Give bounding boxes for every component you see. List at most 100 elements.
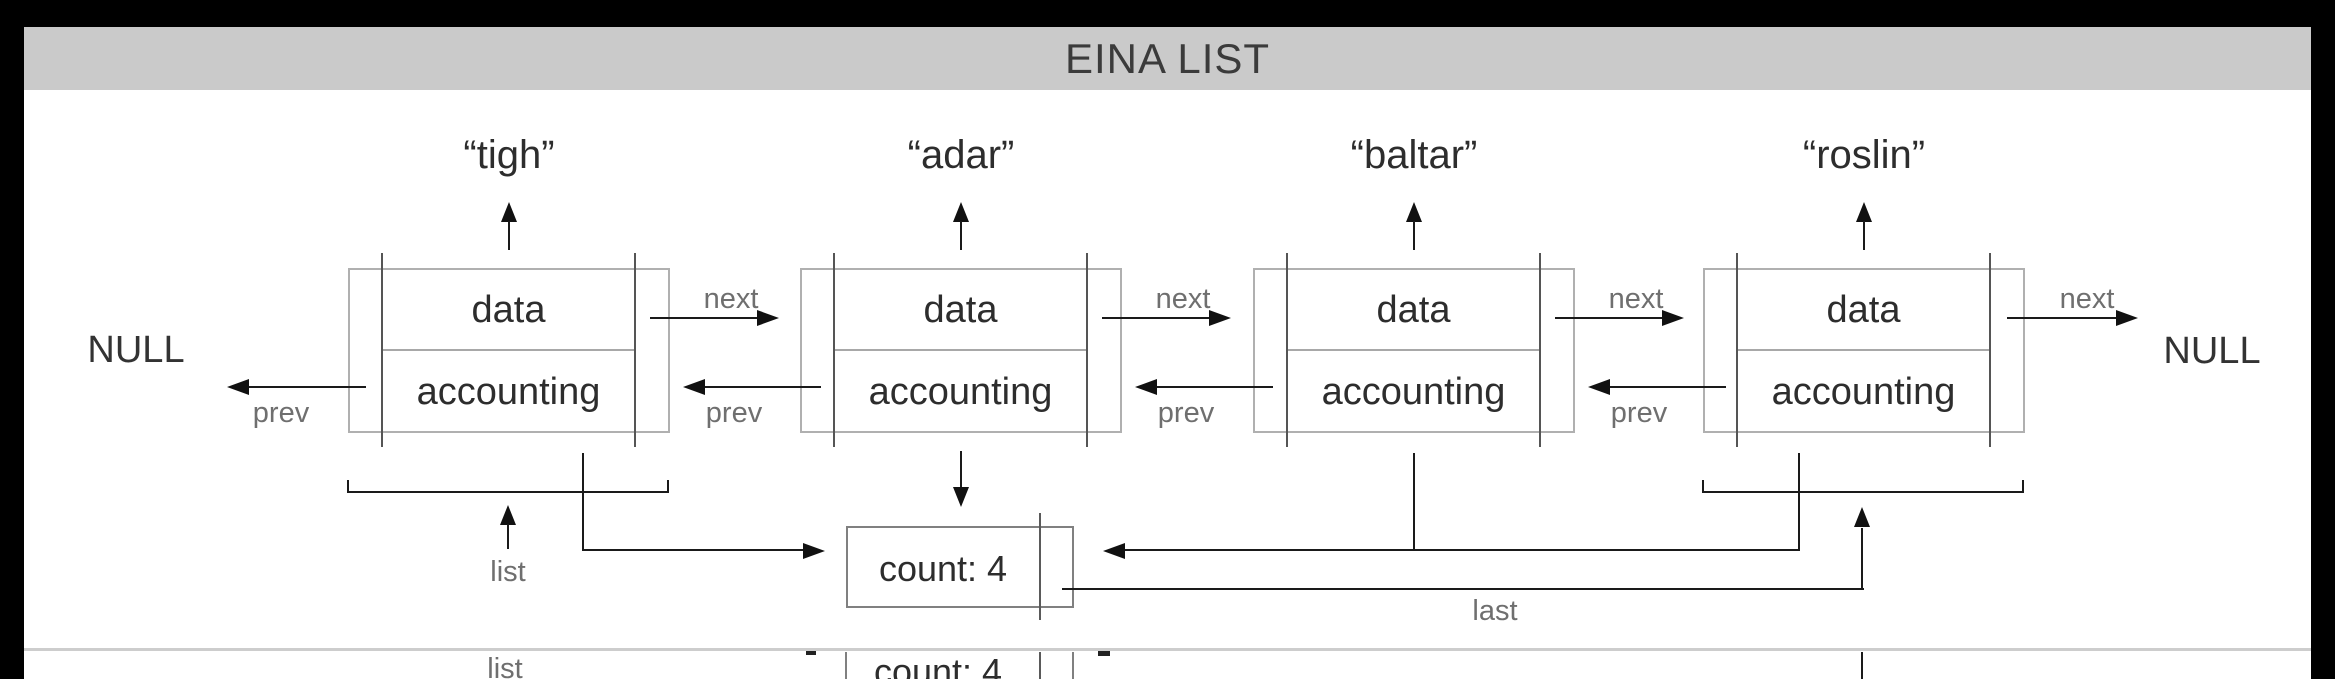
node-1-accounting-connector-vertical	[582, 453, 584, 551]
node-2-box	[800, 268, 1122, 433]
preview-count-box-inner-line	[1039, 652, 1041, 679]
node-1-left-cell-line	[381, 253, 383, 447]
preview-count-value: count: 4	[873, 651, 1003, 679]
count-value: count: 4	[878, 548, 1008, 589]
value-arrow-line	[960, 221, 962, 250]
next-arrow-head-4	[2116, 310, 2138, 326]
prev-arrow-head-1	[227, 379, 249, 395]
prev-arrow-line-1	[249, 386, 366, 388]
prev-arrow-head-2	[683, 379, 705, 395]
prev-label-3: prev	[1157, 397, 1215, 429]
data-cell-label: data	[923, 289, 998, 331]
node-2-cell-divider	[835, 349, 1086, 351]
last-arrow-head	[1854, 507, 1870, 527]
preview-list-label: list	[487, 653, 523, 679]
preview-last-pointer-vertical	[1861, 652, 1863, 679]
value-arrow-up-icon	[953, 202, 969, 222]
node-3-accounting-connector-vertical	[1413, 453, 1415, 551]
value-arrow-line	[508, 221, 510, 250]
value-arrow-line	[1863, 221, 1865, 250]
next-label-3: next	[1608, 283, 1664, 315]
node-1-bracket-right-tick	[667, 480, 669, 491]
data-cell-label: data	[471, 289, 546, 331]
node-4-accounting-connector-vertical	[1798, 453, 1800, 551]
node-1-value-label: “tigh”	[463, 133, 555, 177]
count-box-right-arrow-head	[1103, 543, 1125, 559]
prev-arrow-head-4	[1588, 379, 1610, 395]
prev-label-2: prev	[705, 397, 763, 429]
node-4-left-cell-line	[1736, 253, 1738, 447]
list-node-4: “roslin” data accounting	[1703, 0, 2025, 679]
null-left-label: NULL	[87, 329, 185, 371]
node-3-left-cell-line	[1286, 253, 1288, 447]
page-separator	[24, 648, 2311, 651]
node-1-bracket-left-tick	[347, 480, 349, 491]
shared-accounting-connector-horizontal	[1125, 549, 1800, 551]
preview-count-box-left-edge	[845, 652, 847, 679]
next-arrow-head-3	[1662, 310, 1684, 326]
node-3-cell-divider	[1288, 349, 1539, 351]
accounting-cell-label: accounting	[416, 371, 601, 413]
node-4-value-label: “roslin”	[1802, 133, 1926, 177]
node-2-value-label: “adar”	[907, 133, 1015, 177]
value-arrow-up-icon	[1856, 202, 1872, 222]
prev-label-1: prev	[252, 397, 310, 429]
node-4-box	[1703, 268, 2025, 433]
value-arrow-line	[1413, 221, 1415, 250]
value-arrow-up-icon	[1406, 202, 1422, 222]
prev-arrow-line-2	[705, 386, 821, 388]
next-arrow-line-1	[650, 317, 757, 319]
list-arrow-head	[500, 505, 516, 525]
prev-arrow-line-3	[1157, 386, 1273, 388]
accounting-cell-label: accounting	[1771, 371, 1956, 413]
next-arrow-line-4	[2007, 317, 2116, 319]
node-1-bracket	[347, 491, 669, 493]
next-label-1: next	[703, 283, 759, 315]
count-box	[846, 526, 1074, 608]
node-4-bracket-left-tick	[1702, 480, 1704, 491]
node-4-right-cell-line	[1989, 253, 1991, 447]
count-box-top-arrow-head	[953, 487, 969, 507]
preview-arrow-tip-right	[1098, 651, 1110, 656]
last-label: last	[1472, 595, 1518, 627]
null-right-label: NULL	[2163, 330, 2261, 372]
node-2-left-cell-line	[833, 253, 835, 447]
list-arrow-line	[507, 524, 509, 549]
page-title: EINA LIST	[1064, 34, 1271, 82]
list-node-3: “baltar” data accounting	[1253, 0, 1575, 679]
preview-arrow-tip-left	[806, 651, 816, 655]
next-arrow-line-2	[1102, 317, 1209, 319]
node-3-box	[1253, 268, 1575, 433]
node-3-value-label: “baltar”	[1350, 133, 1478, 177]
prev-label-4: prev	[1610, 397, 1668, 429]
node-2-accounting-connector-vertical	[960, 451, 962, 487]
next-label-4: next	[2059, 283, 2115, 315]
node-4-bracket	[1702, 491, 2024, 493]
accounting-cell-label: accounting	[1321, 371, 1506, 413]
count-box-left-arrow-head	[803, 543, 825, 559]
prev-arrow-head-3	[1135, 379, 1157, 395]
next-label-2: next	[1155, 283, 1211, 315]
node-4-cell-divider	[1738, 349, 1989, 351]
title-bar: EINA LIST	[24, 27, 2311, 90]
accounting-cell-label: accounting	[868, 371, 1053, 413]
node-3-right-cell-line	[1539, 253, 1541, 447]
list-node-2: “adar” data accounting	[800, 0, 1122, 679]
preview-count-box-right-edge	[1072, 652, 1074, 679]
last-pointer-horizontal	[1062, 588, 1864, 590]
value-arrow-up-icon	[501, 202, 517, 222]
next-arrow-line-3	[1555, 317, 1662, 319]
next-arrow-head-1	[757, 310, 779, 326]
data-cell-label: data	[1376, 289, 1451, 331]
diagram-page-background	[24, 27, 2311, 679]
list-node-1: “tigh” data accounting	[348, 0, 670, 679]
next-arrow-head-2	[1209, 310, 1231, 326]
list-label: list	[490, 556, 526, 588]
node-4-bracket-right-tick	[2022, 480, 2024, 491]
node-1-box	[348, 268, 670, 433]
last-pointer-vertical	[1861, 528, 1863, 589]
prev-arrow-line-4	[1610, 386, 1726, 388]
node-1-right-cell-line	[634, 253, 636, 447]
node-1-cell-divider	[383, 349, 634, 351]
